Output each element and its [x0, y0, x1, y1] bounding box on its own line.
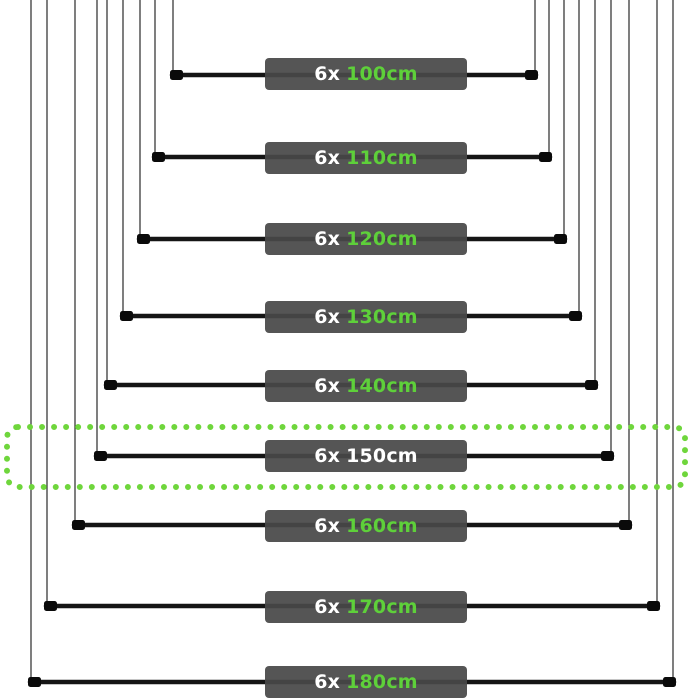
rod-end-cap: [72, 520, 85, 530]
rod-qty: 6x: [314, 671, 341, 693]
rod-end-cap: [94, 451, 107, 461]
rod-qty: 6x: [314, 515, 341, 537]
rod-end-cap: [585, 380, 598, 390]
rod-end-cap: [120, 311, 133, 321]
rod-length: 110cm: [346, 147, 418, 169]
rod-end-cap: [137, 234, 150, 244]
rod-length: 160cm: [346, 515, 418, 537]
rod-end-cap: [569, 311, 582, 321]
rod-qty: 6x: [314, 228, 341, 250]
rod-end-cap: [619, 520, 632, 530]
rod-end-cap: [525, 70, 538, 80]
rod-end-cap: [28, 677, 41, 687]
rod-qty: 6x: [314, 375, 341, 397]
rod-end-cap: [152, 152, 165, 162]
rod-qty: 6x: [314, 147, 341, 169]
rod-length: 170cm: [346, 596, 418, 618]
rod-qty: 6x: [314, 445, 341, 467]
rod-length: 100cm: [346, 63, 418, 85]
rod-length: 140cm: [346, 375, 418, 397]
rod-end-cap: [539, 152, 552, 162]
rod-qty: 6x: [314, 306, 341, 328]
rod-end-cap: [554, 234, 567, 244]
rod-end-cap: [104, 380, 117, 390]
rod-end-cap: [601, 451, 614, 461]
rod-end-cap: [170, 70, 183, 80]
rod-length: 130cm: [346, 306, 418, 328]
rod-length: 150cm: [346, 445, 418, 467]
rod-length: 180cm: [346, 671, 418, 693]
rod-end-cap: [44, 601, 57, 611]
rod-end-cap: [663, 677, 676, 687]
rod-qty: 6x: [314, 596, 341, 618]
rod-length: 120cm: [346, 228, 418, 250]
rod-end-cap: [647, 601, 660, 611]
rod-qty: 6x: [314, 63, 341, 85]
